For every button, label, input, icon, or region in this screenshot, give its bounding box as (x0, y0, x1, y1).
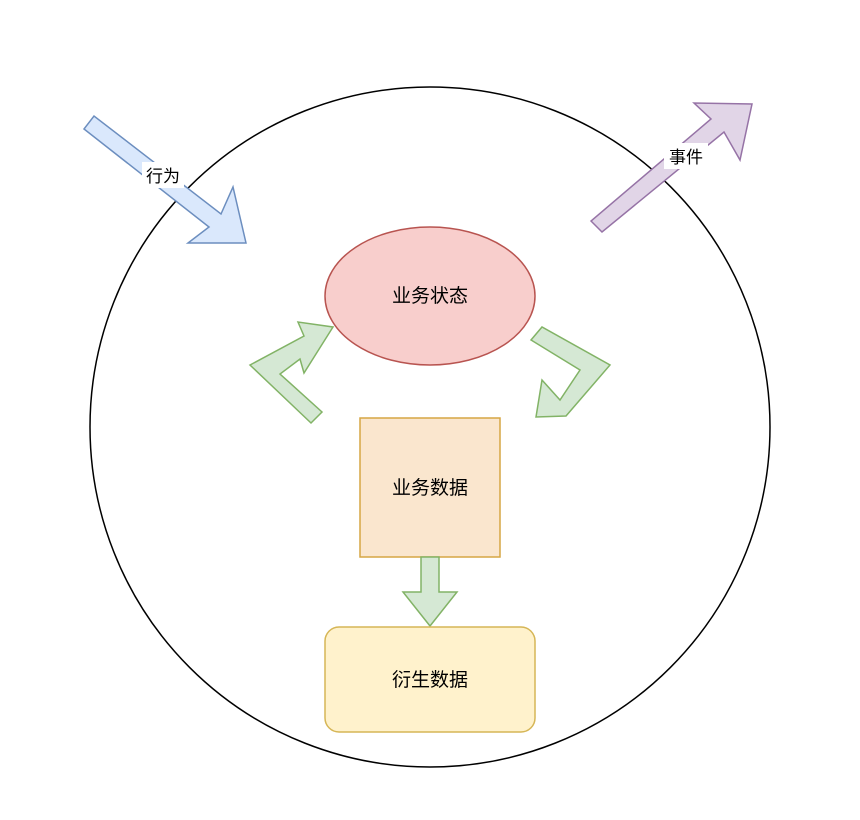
event-label: 事件 (669, 148, 703, 168)
cycle-arrow-left (248, 321, 335, 425)
derived-data-label: 衍生数据 (392, 669, 468, 691)
boundary-circle (89, 86, 771, 768)
derive-arrow (401, 556, 459, 628)
derived-data-box (324, 626, 536, 733)
business-data-label: 业务数据 (392, 477, 468, 499)
event-arrow: 事件 (589, 102, 753, 234)
behavior-arrow: 行为 (82, 114, 247, 244)
cycle-arrow-right (529, 326, 612, 418)
business-state-ellipse (324, 226, 536, 366)
behavior-label: 行为 (146, 167, 180, 187)
business-data-node: 业务数据 (359, 417, 501, 558)
business-data-box (359, 417, 501, 558)
business-state-label: 业务状态 (392, 285, 468, 307)
derived-data-node: 衍生数据 (324, 626, 536, 733)
business-state-node: 业务状态 (324, 226, 536, 366)
